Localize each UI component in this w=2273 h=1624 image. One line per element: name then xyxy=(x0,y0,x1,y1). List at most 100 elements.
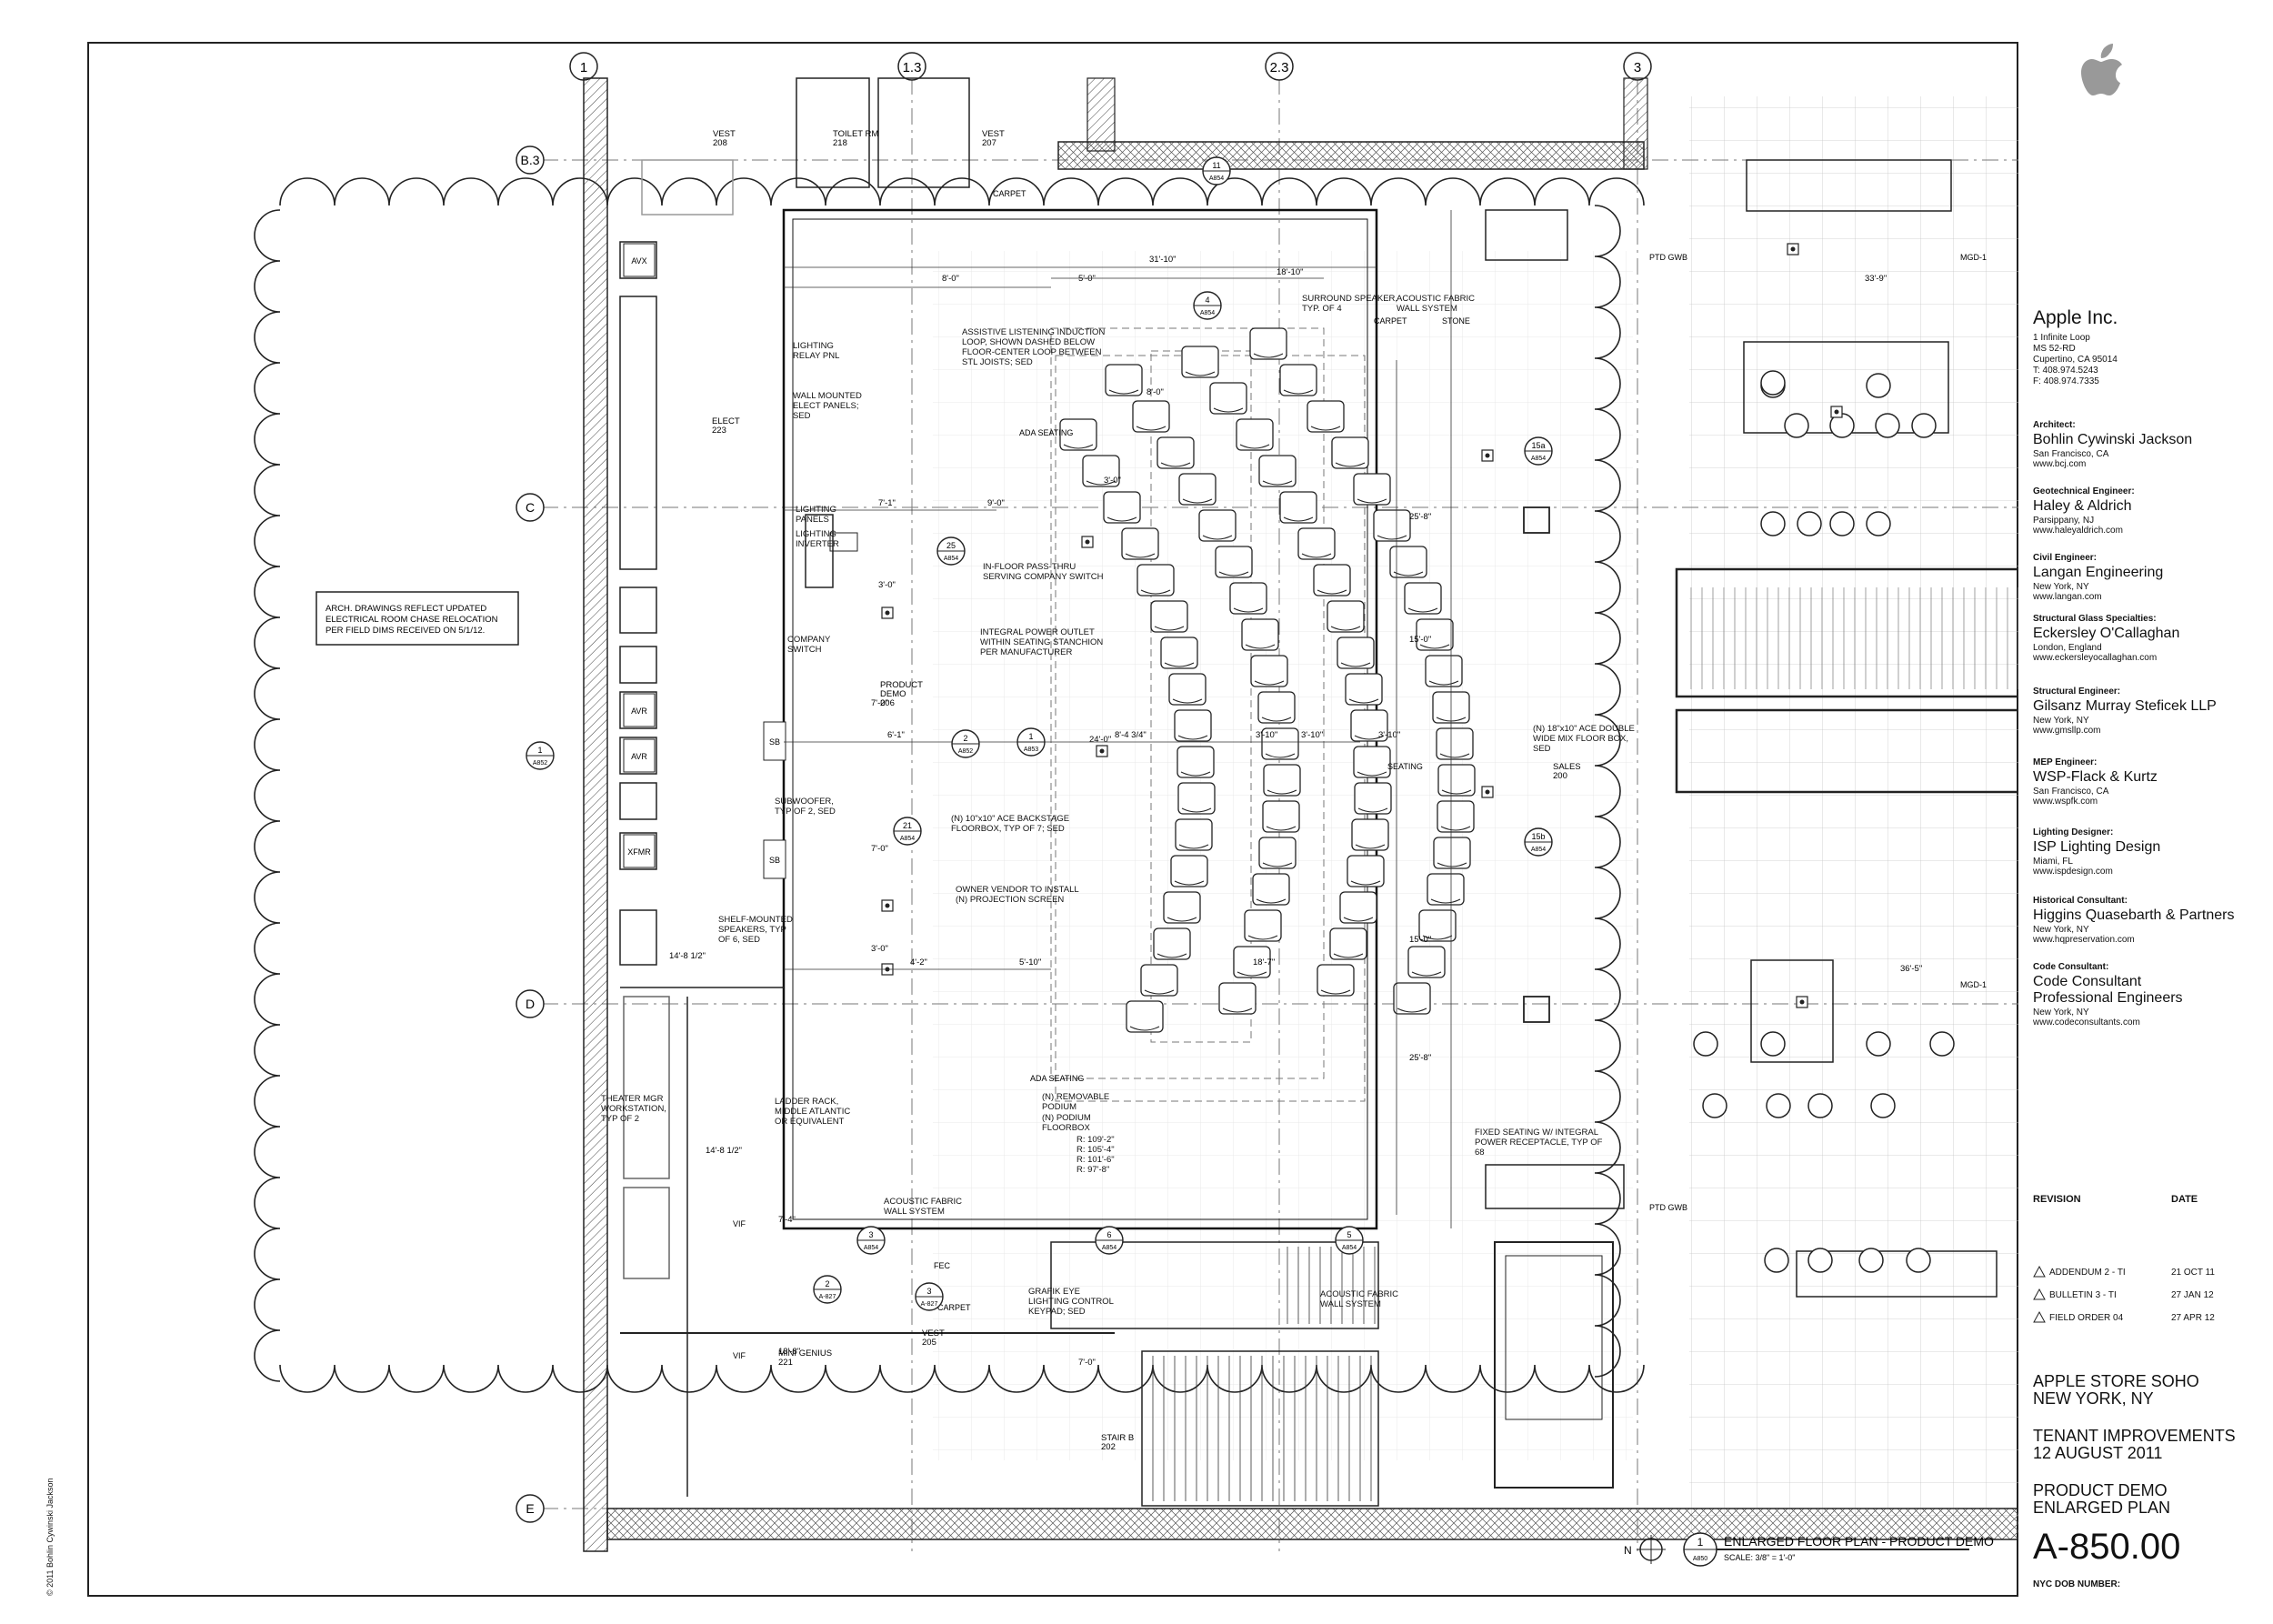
label-seating: SEATING xyxy=(1387,762,1423,771)
note-lighting_inverter-1: INVERTER xyxy=(796,539,839,549)
note-ladder-0: LADDER RACK, xyxy=(775,1097,838,1107)
note-theater-1: WORKSTATION, xyxy=(601,1104,666,1114)
note-acoustic_left-0: ACOUSTIC FABRIC xyxy=(884,1197,962,1207)
date-header: DATE xyxy=(2171,1194,2198,1205)
exterior-wall-bottom xyxy=(606,1508,2018,1540)
callout-num-9: 1 xyxy=(537,746,542,755)
project-location: NEW YORK, NY xyxy=(2033,1389,2154,1408)
stool-17 xyxy=(1858,1248,1884,1273)
consultant-line-7-0: New York, NY xyxy=(2033,925,2089,935)
stool-6 xyxy=(1760,370,1786,396)
label-vif-2: VIF xyxy=(733,1351,746,1360)
arch-note-3: PER FIELD DIMS RECEIVED ON 5/1/12. xyxy=(325,626,485,636)
revision-clouds xyxy=(254,177,1645,1393)
note-lighting_panels-0: LIGHTING xyxy=(796,505,836,515)
consultant-name-1: Haley & Aldrich xyxy=(2033,498,2132,514)
consultant-role-0: Architect: xyxy=(2033,420,2076,430)
callout-num-5: 21 xyxy=(903,821,912,830)
stool-7 xyxy=(1760,1031,1786,1057)
consultant-line-6-0: Miami, FL xyxy=(2033,857,2073,867)
stool-21 xyxy=(1875,413,1900,438)
label-mgd-bottom: MGD-1 xyxy=(1960,980,1987,989)
callout-ref-6: A854 xyxy=(864,1245,878,1251)
floor-grid-right xyxy=(1689,96,2018,1533)
note-shelf-2: OF 6, SED xyxy=(718,935,760,945)
note-wall_mounted-1: ELECT PANELS; xyxy=(793,401,859,411)
dim-d18: 15'-0" xyxy=(1409,935,1431,945)
consultant-name-0: Bohlin Cywinski Jackson xyxy=(2033,432,2193,447)
dim-d14: 18'-7" xyxy=(1253,957,1275,967)
note-lighting_relay-1: RELAY PNL xyxy=(793,351,839,361)
grid-row-d: D xyxy=(526,997,535,1011)
equip-avr-2: AVR xyxy=(631,752,647,761)
room-vest-208: VEST xyxy=(713,129,736,139)
consultant-role-7: Historical Consultant: xyxy=(2033,896,2128,906)
room-product-demo-2: DEMO xyxy=(880,689,906,699)
dim-d13: 5'-10" xyxy=(1019,957,1041,967)
north-label: N xyxy=(1624,1544,1632,1557)
room-stair-no: 202 xyxy=(1101,1442,1116,1452)
dim-d17: 15'-0" xyxy=(1409,635,1431,645)
plan-title-scale: SCALE: 3/8" = 1'-0" xyxy=(1724,1553,1795,1562)
room-vest-205: VEST xyxy=(922,1328,945,1338)
dim-d22: 7'-4" xyxy=(778,1215,796,1225)
dim-d23: 13'-8" xyxy=(778,1347,800,1357)
stool-15 xyxy=(1764,1248,1789,1273)
note-owner-1: (N) PROJECTION SCREEN xyxy=(956,895,1064,905)
plan-title-number: 1 xyxy=(1697,1536,1704,1549)
consultant-line-2-0: New York, NY xyxy=(2033,582,2089,592)
consultant-line-1-1: www.haleyaldrich.com xyxy=(2033,526,2123,536)
dob-number: NYC DOB NUMBER: xyxy=(2033,1579,2121,1589)
dim-d16: 25'-8" xyxy=(1409,1053,1431,1063)
upper-wall-bottom xyxy=(1057,141,1645,170)
floor-plan: 1 1.3 2.3 3 B.3 C D E xyxy=(254,52,2018,1567)
stool-13 xyxy=(1870,1093,1896,1118)
stool-11 xyxy=(1766,1093,1791,1118)
callout-num-13: 3 xyxy=(926,1287,931,1296)
consultant-line-0-0: San Francisco, CA xyxy=(2033,449,2109,459)
dim-d32: 7'-0" xyxy=(1078,1358,1096,1368)
room-stair: STAIR B xyxy=(1101,1433,1134,1443)
grid-col-1: 1 xyxy=(580,60,587,75)
stool-16 xyxy=(1807,1248,1833,1273)
label-fec: FEC xyxy=(934,1261,951,1270)
stair-b xyxy=(1050,1241,1379,1507)
note-in_floor-0: IN-FLOOR PASS-THRU xyxy=(983,562,1076,572)
stool-14 xyxy=(1929,1031,1955,1057)
room-mini-genius: MINI GENIUS xyxy=(778,1348,832,1358)
label-ptd-top: PTD GWB xyxy=(1649,253,1687,262)
consultant-line-8-0: New York, NY xyxy=(2033,1007,2089,1018)
dim-d31: 3'-0" xyxy=(1104,476,1121,486)
stool-5 xyxy=(1866,511,1891,536)
stool-19 xyxy=(1784,413,1809,438)
dim-d30: 8'-0" xyxy=(1147,387,1164,397)
note-acoustic_top-0: ACOUSTIC FABRIC xyxy=(1397,294,1475,304)
callout-num-10: 2 xyxy=(963,734,967,743)
dimension-lines xyxy=(784,210,1452,1228)
consultant-line-3-0: London, England xyxy=(2033,643,2102,653)
note-podium_floorbox-1: FLOORBOX xyxy=(1042,1123,1090,1133)
grid-col-1-3: 1.3 xyxy=(903,60,922,75)
title-block: Apple Inc. 1 Infinite Loop MS 52-RD Cupe… xyxy=(2033,27,2251,1600)
consultant-name-8: Code Consultant xyxy=(2033,974,2142,989)
floor-boxes xyxy=(881,243,1843,1008)
dim-d27: 7'-0" xyxy=(871,844,888,854)
consultant-name-6: ISP Lighting Design xyxy=(2033,839,2161,855)
room-mini-genius-no: 221 xyxy=(778,1358,793,1368)
callout-ref-3: A854 xyxy=(1531,456,1546,462)
elevator-shaft xyxy=(1494,1241,1614,1489)
note-backstage-0: (N) 10"x10" ACE BACKSTAGE xyxy=(951,814,1069,824)
label-stone: STONE xyxy=(1442,316,1470,326)
label-ada-bottom: ADA SEATING xyxy=(1030,1074,1084,1083)
note-grafik-0: GRAFIK EYE xyxy=(1028,1287,1080,1297)
consultant-role-8: Code Consultant: xyxy=(2033,962,2109,972)
callout-num-12: 2 xyxy=(825,1279,829,1288)
room-elect-no: 223 xyxy=(712,426,726,436)
note-acoustic_bottom-0: ACOUSTIC FABRIC xyxy=(1320,1289,1398,1299)
callout-num-11: 1 xyxy=(1028,732,1033,741)
copyright: © 2011 Bohlin Cywinski Jackson xyxy=(45,1478,55,1596)
dim-d12: 4'-2" xyxy=(910,957,927,967)
